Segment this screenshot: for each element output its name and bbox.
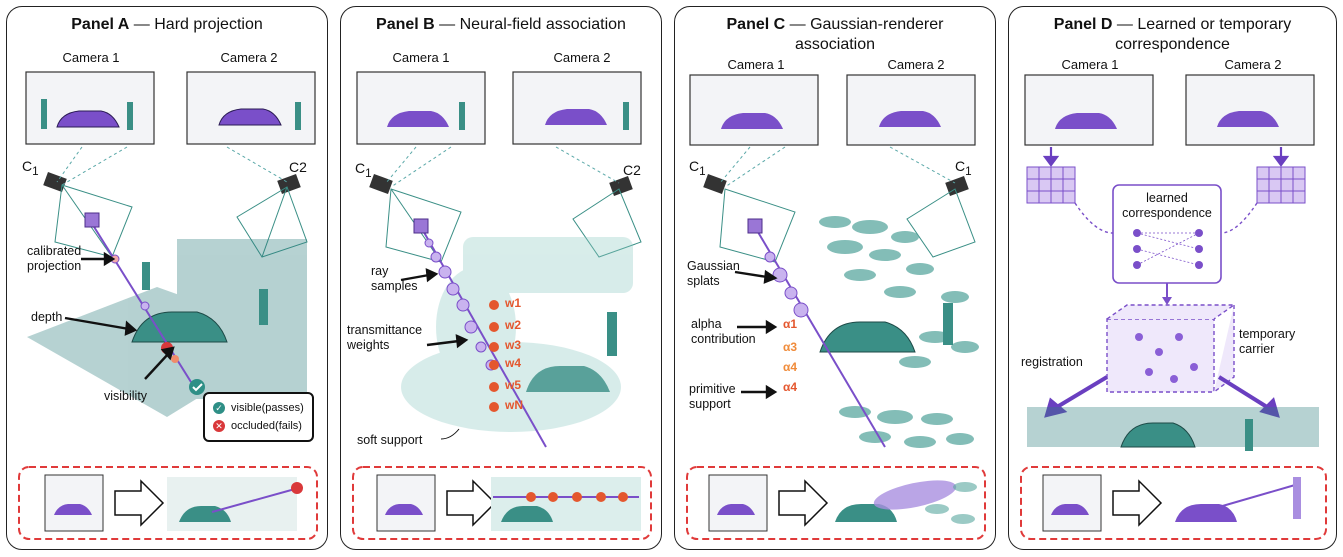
panel-title: Panel D — Learned or temporary correspon…	[1053, 16, 1292, 53]
weight-label: w2	[505, 318, 522, 332]
weight-label: w5	[505, 378, 522, 392]
panel-title: Panel C — Gaussian-renderer association	[726, 16, 944, 53]
camera-id-right: C2	[289, 159, 307, 175]
registration-label: registration	[1021, 355, 1083, 369]
camera-2-label: Camera 2	[220, 50, 278, 65]
camera-c1-icon	[43, 172, 67, 192]
learned-correspondence-label: learned correspondence	[1122, 191, 1212, 220]
alpha-value: α4	[783, 360, 798, 374]
camera-1-label: Camera 1	[727, 57, 785, 72]
transmittance-weights-label: transmittance weights	[347, 323, 423, 352]
camera-id-left: C1	[689, 158, 706, 178]
camera-2-label: Camera 2	[887, 57, 945, 72]
camera-id-left: C1	[22, 158, 39, 178]
weight-label: w1	[505, 296, 522, 310]
panel-d: Panel D — Learned or temporary correspon…	[1008, 6, 1337, 550]
weight-label: wN	[505, 398, 523, 412]
panel-a-illustration	[18, 71, 318, 540]
camera-id-left: C1	[355, 160, 372, 180]
camera-1-label: Camera 1	[62, 50, 120, 65]
weight-label: w4	[505, 356, 522, 370]
calibrated-projection-label: calibrated projection	[27, 244, 82, 273]
camera-1-label: Camera 1	[392, 50, 450, 65]
panel-a: Panel A — Hard projection Camera 1 Camer…	[6, 6, 328, 550]
visibility-label: visibility	[104, 389, 148, 403]
alpha-value: α4	[783, 380, 798, 394]
panel-b: Panel B — Neural-field association Camer…	[340, 6, 662, 550]
soft-support-label: soft support	[357, 433, 423, 447]
panel-c: Panel C — Gaussian-renderer association …	[674, 6, 996, 550]
temporary-carrier-label: temporary carrier	[1239, 327, 1296, 356]
alpha-value: α3	[783, 340, 798, 354]
ray-samples-label: ray samples	[371, 264, 418, 293]
cross-icon: ✕	[213, 420, 225, 432]
panel-title: Panel B — Neural-field association	[376, 16, 626, 33]
gaussian-splats-label: Gaussian splats	[687, 259, 740, 288]
panel-b-illustration	[352, 71, 652, 540]
check-icon: ✓	[213, 402, 225, 414]
camera-id-right: C2	[623, 162, 641, 178]
camera-1-label: Camera 1	[1061, 57, 1119, 72]
panel-title: Panel A — Hard projection	[71, 16, 263, 33]
panel-c-illustration	[686, 74, 986, 540]
primitive-support-label: primitive support	[689, 382, 736, 411]
alpha-contribution-label: alpha contribution	[691, 317, 756, 346]
panel-d-illustration	[1020, 74, 1327, 540]
camera-id-right: C1	[955, 158, 972, 178]
weight-label: w3	[505, 338, 522, 352]
camera-2-label: Camera 2	[1224, 57, 1282, 72]
legend: ✓visible(passes) ✕occluded(fails)	[203, 392, 314, 442]
camera-2-label: Camera 2	[553, 50, 611, 65]
alpha-value: α1	[783, 317, 798, 331]
depth-label: depth	[31, 310, 63, 324]
